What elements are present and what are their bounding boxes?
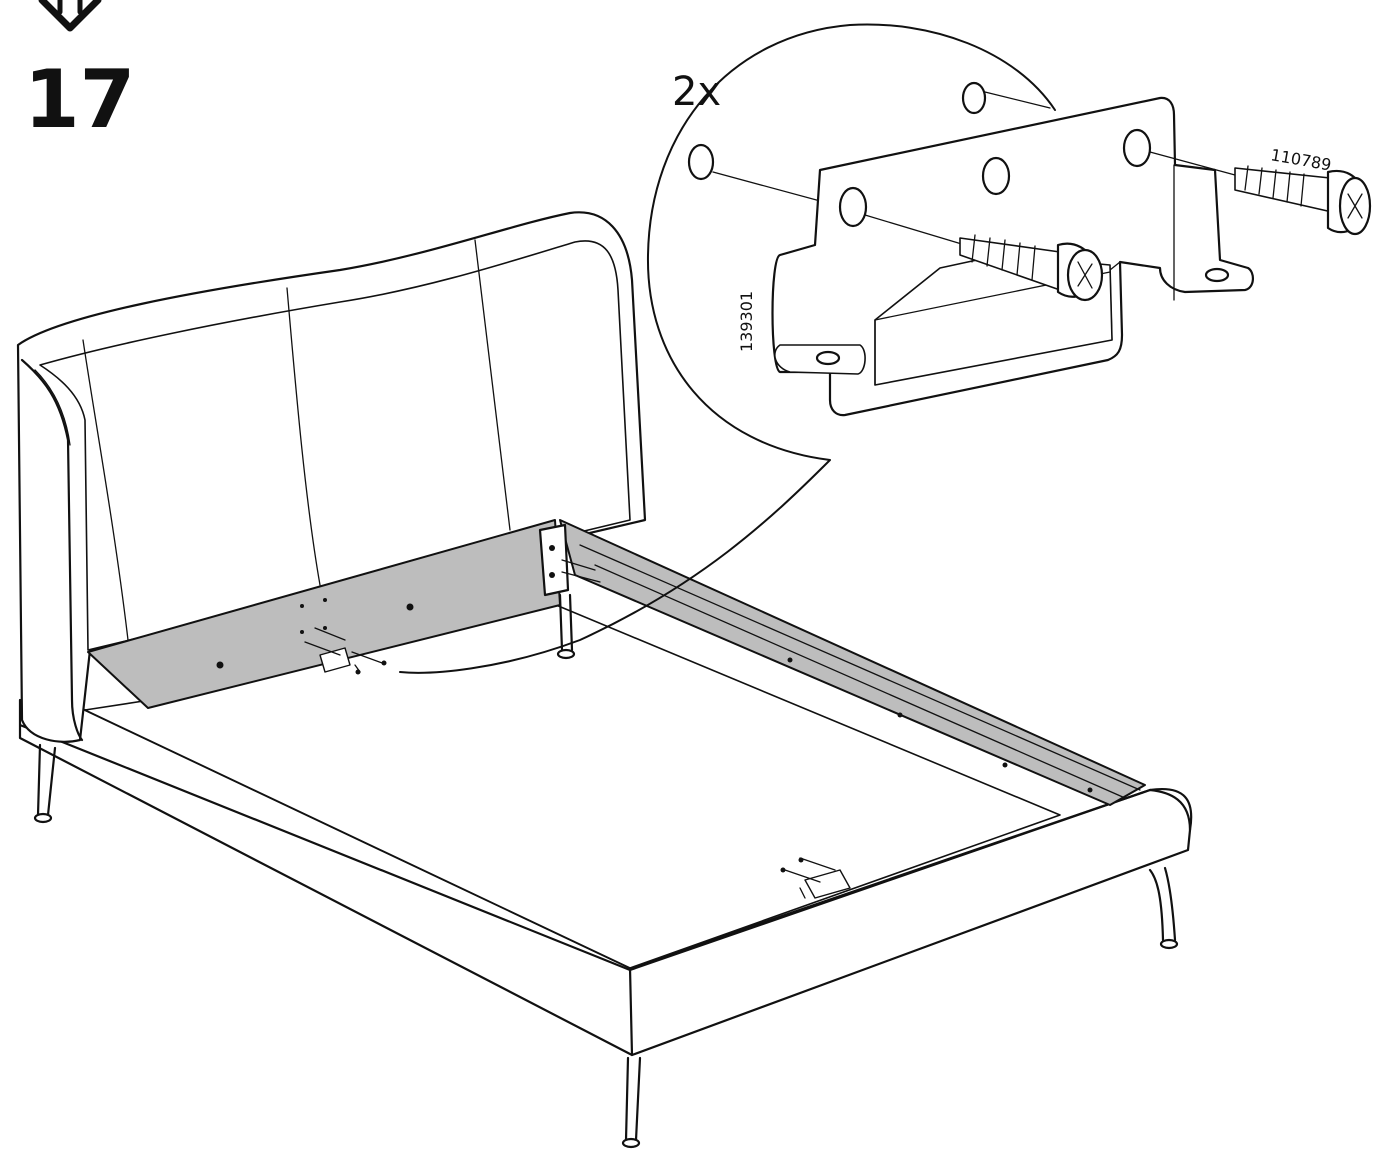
bed-frame-illustration xyxy=(16,211,1193,1149)
screw-icon xyxy=(864,214,1104,302)
screw-part-number: 110789 xyxy=(1269,145,1332,174)
screw-icon xyxy=(1149,151,1372,236)
quantity-label: 2x xyxy=(672,69,721,115)
bed-legs xyxy=(33,743,1179,1149)
step-indicator-icon xyxy=(38,0,102,32)
step-number: 17 xyxy=(24,53,135,146)
detail-magnifier: 2x xyxy=(399,23,1372,674)
rail-bracket-head xyxy=(304,627,387,675)
magnifier-outline xyxy=(399,23,1056,674)
side-rail xyxy=(559,519,1146,806)
rail-bracket-foot xyxy=(780,857,851,899)
bracket-part-number: 139301 xyxy=(737,291,756,352)
